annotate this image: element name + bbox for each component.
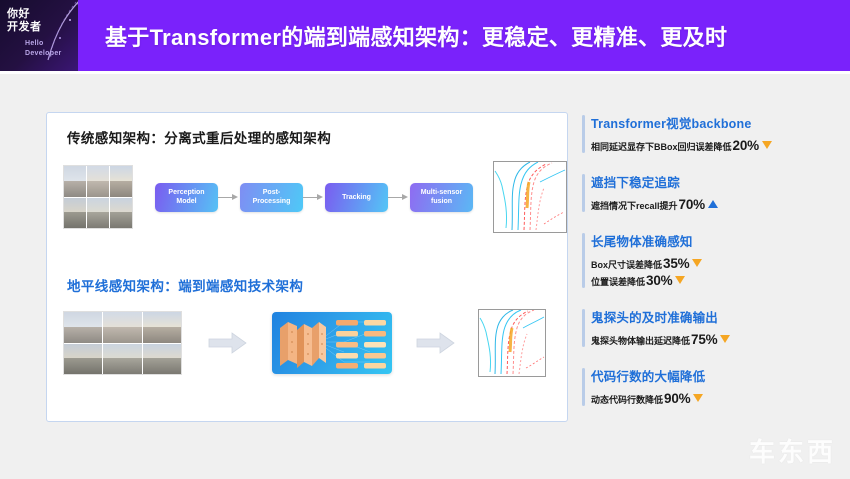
horizon-architecture-flow [47,309,567,377]
metric-title: 遮挡下稳定追踪 [591,176,680,190]
metric-line: 位置误差降低 30% [591,273,844,290]
logo-english-text: Hello Developer [25,39,62,59]
brand-logo: 你好 开发者 Hello Developer [0,0,78,71]
flow-arrow-input-icon [208,332,248,354]
perception-pipeline: Perception Model Post- Processing Tracki… [155,182,473,212]
watermark: 车东西 [748,437,836,467]
multi-camera-views-image-bottom [63,311,182,375]
pipeline-step-multi-sensor-fusion: Multi-sensor fusion [410,182,473,212]
metric-line: 鬼探头物体输出延迟降低 75% [591,332,844,349]
pipeline-step-2-line-1: Post- [262,189,281,196]
traditional-architecture-title: 传统感知架构：分离式重后处理的感知架构 [67,131,332,146]
horizon-architecture-section: 地平线感知架构：端到端感知技术架构 [47,275,567,377]
metrics-panel: Transformer视觉backbone 相同延迟显存下BBox回归误差降低 … [582,113,844,425]
logo-en-line-2: Developer [25,50,62,57]
pipeline-step-4-line-1: Multi-sensor [420,189,463,196]
decrease-arrow-icon [761,141,772,149]
page-title: 基于Transformer的端到端感知架构：更稳定、更精准、更及时 [105,24,728,50]
metric-block-long-tail-perception: 长尾物体准确感知 Box尺寸误差降低 35% 位置误差降低 30% [582,231,844,290]
metric-line: 动态代码行数降低 90% [591,391,844,408]
metric-line-value: 30% [646,273,673,288]
lane-topology-output-image-bottom [478,309,546,377]
metric-block-sudden-pedestrian-output: 鬼探头的及时准确输出 鬼探头物体输出延迟降低 75% [582,307,844,349]
traditional-architecture-flow: Perception Model Post- Processing Tracki… [47,161,567,233]
metric-block-occlusion-tracking: 遮挡下稳定追踪 遮挡情况下recall提升 70% [582,172,844,214]
pipeline-step-1-line-2: Model [176,198,197,205]
metric-title: 长尾物体准确感知 [591,235,693,249]
pipeline-arrow-3-icon [388,192,410,202]
logo-swoosh-decoration [47,1,78,61]
pipeline-step-2-line-2: Processing [252,198,291,205]
metric-line-text: Box尺寸误差降低 [591,260,663,270]
logo-cn-line-2: 开发者 [7,21,42,33]
metric-line-text: 鬼探头物体输出延迟降低 [591,336,691,346]
metric-line-text: 动态代码行数降低 [591,395,664,405]
flow-arrow-output-icon [416,332,456,354]
page-header: 你好 开发者 Hello Developer 基于Transformer的端到端… [0,0,850,71]
metric-title: 鬼探头的及时准确输出 [591,311,719,325]
logo-chinese-text: 你好 开发者 [7,8,42,34]
logo-cn-line-1: 你好 [7,8,30,20]
decrease-arrow-icon [675,276,686,284]
end-to-end-neural-network-image [272,312,392,374]
pipeline-arrow-1-icon [218,192,240,202]
architecture-card: 传统感知架构：分离式重后处理的感知架构 Perception Model [46,112,568,422]
metric-line-value: 90% [664,391,691,406]
traditional-architecture-section: 传统感知架构：分离式重后处理的感知架构 Perception Model [47,127,567,233]
pipeline-arrow-2-icon [303,192,325,202]
metric-line: 相同延迟显存下BBox回归误差降低 20% [591,138,844,155]
metric-line: 遮挡情况下recall提升 70% [591,197,844,214]
pipeline-step-tracking: Tracking [325,182,388,212]
decrease-arrow-icon [720,335,731,343]
lane-topology-output-image-top [493,161,567,233]
metric-line: Box尺寸误差降低 35% [591,256,844,273]
decrease-arrow-icon [693,394,704,402]
decrease-arrow-icon [692,259,703,267]
increase-arrow-icon [707,200,718,208]
metric-line-value: 75% [691,332,718,347]
pipeline-step-perception-model: Perception Model [155,182,218,212]
metric-line-text: 位置误差降低 [591,277,646,287]
horizon-architecture-title: 地平线感知架构：端到端感知技术架构 [67,279,304,294]
header-divider [0,71,850,74]
pipeline-step-3-line-1: Tracking [342,193,371,201]
pipeline-step-post-processing: Post- Processing [240,182,303,212]
multi-camera-views-image-top [63,165,133,229]
metric-block-transformer-backbone: Transformer视觉backbone 相同延迟显存下BBox回归误差降低 … [582,113,844,155]
metric-line-text: 遮挡情况下recall提升 [591,201,678,211]
pipeline-step-4-line-2: fusion [431,198,452,205]
logo-en-line-1: Hello [25,40,44,47]
metric-block-code-lines-reduction: 代码行数的大幅降低 动态代码行数降低 90% [582,366,844,408]
metric-line-text: 相同延迟显存下BBox回归误差降低 [591,142,732,152]
metric-title: Transformer视觉backbone [591,117,752,131]
metric-line-value: 35% [663,256,690,271]
pipeline-step-1-line-1: Perception [168,189,205,196]
metric-line-value: 70% [678,197,706,212]
metric-line-value: 20% [732,138,760,153]
metric-title: 代码行数的大幅降低 [591,370,706,384]
